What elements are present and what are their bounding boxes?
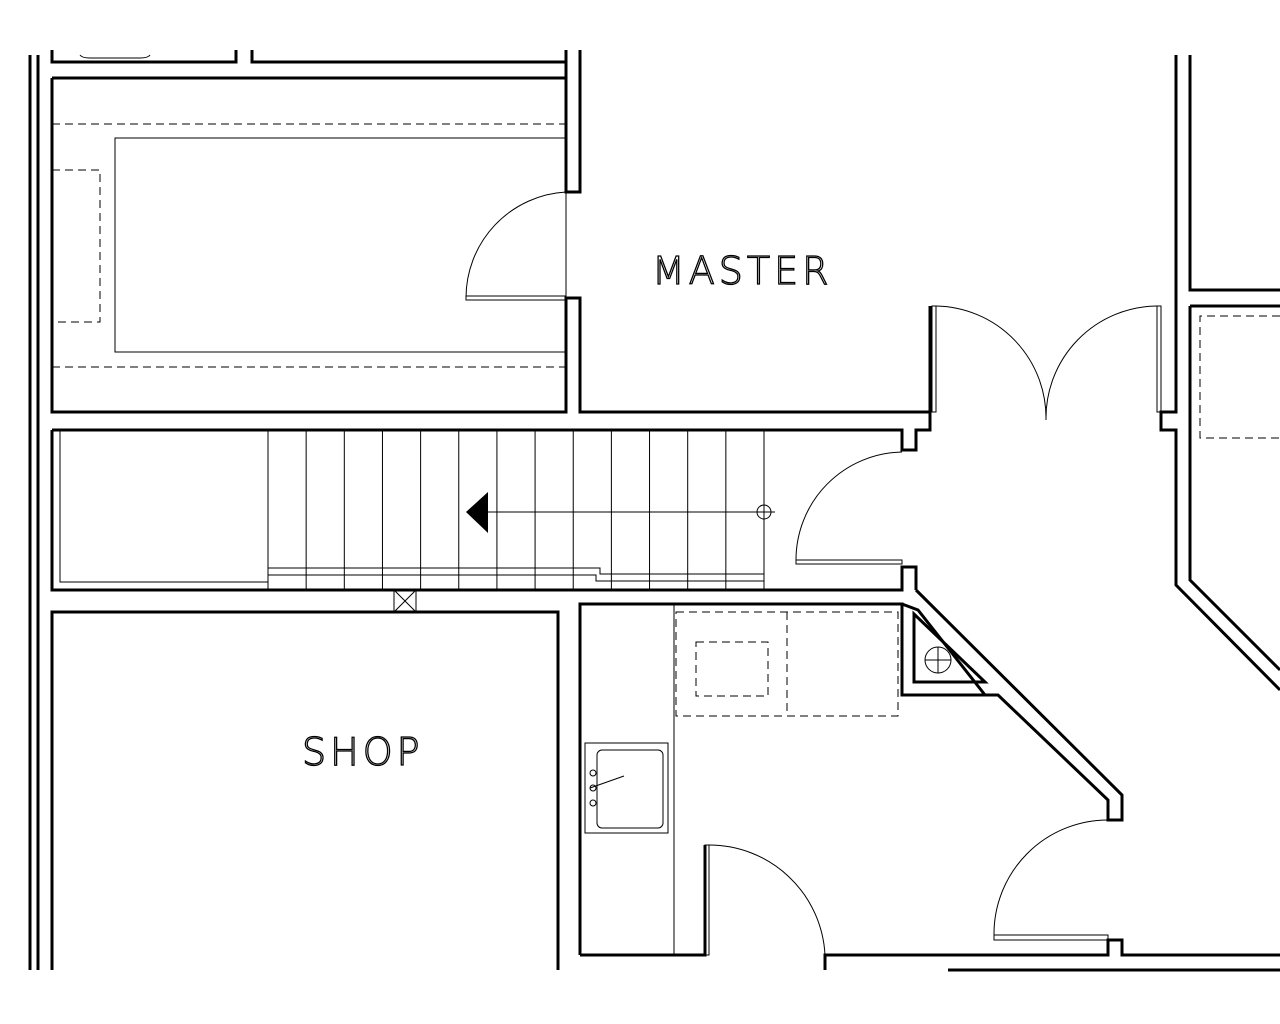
closet-door bbox=[465, 191, 567, 301]
stair-arrow-icon bbox=[466, 492, 488, 533]
room-label-shop: SHOP bbox=[302, 730, 424, 774]
master-double-door bbox=[931, 305, 1162, 421]
utility-room bbox=[578, 588, 1280, 972]
stair-door bbox=[795, 451, 903, 565]
stairway bbox=[50, 412, 932, 592]
right-walls bbox=[1159, 55, 1280, 692]
top-wall-fragments bbox=[50, 50, 568, 64]
sink-icon bbox=[584, 742, 669, 834]
exterior-wall-left bbox=[28, 55, 40, 970]
closet bbox=[50, 50, 932, 414]
shop-room: SHOP bbox=[50, 589, 560, 970]
room-label-master: MASTER bbox=[652, 249, 833, 293]
utility-doors bbox=[704, 819, 1109, 956]
